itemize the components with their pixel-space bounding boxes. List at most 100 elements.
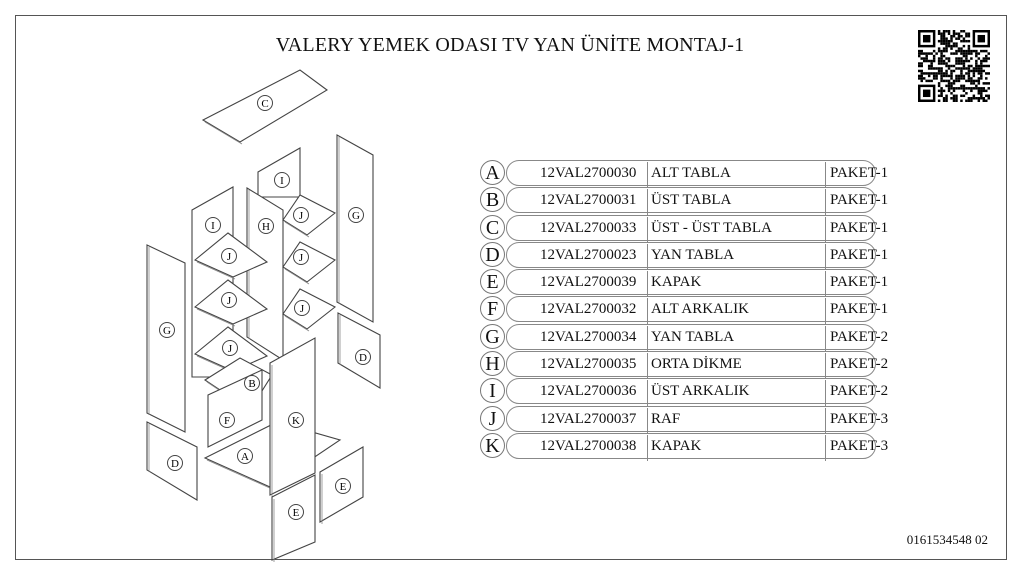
- part-pill: 12VAL2700034 YAN TABLA PAKET-2: [506, 323, 888, 352]
- part-code: 12VAL2700032: [540, 301, 637, 318]
- part-letter: F: [480, 296, 505, 322]
- part-letter: H: [480, 351, 505, 377]
- part-letter: E: [480, 269, 505, 295]
- part-callout-label: J: [299, 252, 304, 264]
- part-callout-label: A: [241, 451, 249, 463]
- part-callout-label: J: [299, 210, 304, 222]
- part-pill: 12VAL2700039 KAPAK PAKET-1: [506, 269, 888, 298]
- column-divider: [647, 271, 648, 298]
- part-callout-circle: [221, 248, 237, 264]
- part-package: PAKET-1: [830, 301, 889, 318]
- part-pill: 12VAL2700038 KAPAK PAKET-3: [506, 432, 888, 461]
- part-callout-label: J: [227, 251, 232, 263]
- part-code: 12VAL2700033: [540, 219, 637, 236]
- part-code: 12VAL2700038: [540, 437, 637, 454]
- column-divider: [647, 407, 648, 434]
- part-callout-circle: [258, 218, 274, 234]
- column-divider: [647, 189, 648, 216]
- part-letter: A: [480, 160, 505, 185]
- part-callout-circle: [244, 375, 260, 391]
- column-divider: [825, 325, 826, 352]
- part-name: ALT ARKALIK: [651, 301, 749, 318]
- part-row: J 12VAL2700037 RAF PAKET-3: [480, 405, 888, 434]
- panel-g-right: [336, 134, 374, 323]
- part-name: ORTA DİKME: [651, 356, 742, 373]
- part-pill: 12VAL2700030 ALT TABLA PAKET-1: [506, 160, 888, 188]
- panel-edge: [204, 121, 243, 145]
- part-package: PAKET-3: [830, 437, 889, 454]
- qr-code: [918, 30, 990, 102]
- part-callout-label: I: [211, 220, 215, 232]
- part-callout-circle: [159, 322, 175, 338]
- part-callout-circle: [294, 300, 310, 316]
- part-row: K 12VAL2700038 KAPAK PAKET-3: [480, 432, 888, 461]
- part-callout-label: B: [248, 378, 255, 390]
- panel-edge: [284, 315, 310, 332]
- part-callout-label: K: [292, 415, 300, 427]
- column-divider: [647, 162, 648, 188]
- part-callout-label: H: [262, 221, 270, 233]
- panel-i-right: [257, 147, 301, 198]
- column-divider: [825, 162, 826, 188]
- parts-table: A 12VAL2700030 ALT TABLA PAKET-1 B 12VAL…: [480, 159, 888, 461]
- part-callout-circle: [237, 448, 253, 464]
- part-name: ALT TABLA: [651, 165, 731, 181]
- part-pill: 12VAL2700036 ÜST ARKALIK PAKET-2: [506, 378, 888, 407]
- part-pill: 12VAL2700023 YAN TABLA PAKET-1: [506, 241, 888, 270]
- part-package: PAKET-1: [830, 192, 889, 209]
- column-divider: [647, 216, 648, 243]
- part-pill: 12VAL2700035 ORTA DİKME PAKET-2: [506, 351, 888, 380]
- column-divider: [647, 434, 648, 461]
- part-row: B 12VAL2700031 ÜST TABLA PAKET-1: [480, 186, 888, 216]
- part-callout-label: E: [293, 507, 300, 519]
- part-code: 12VAL2700035: [540, 356, 637, 373]
- part-callout-circle: [288, 412, 304, 428]
- part-callout-label: F: [224, 415, 230, 427]
- part-callout-circle: [205, 217, 221, 233]
- column-divider: [825, 216, 826, 243]
- panel-edge: [196, 261, 236, 280]
- part-callout-label: G: [352, 210, 360, 222]
- part-name: KAPAK: [651, 274, 702, 291]
- part-letter: K: [480, 432, 505, 458]
- part-name: RAF: [651, 410, 681, 427]
- part-letter: J: [480, 405, 505, 431]
- column-divider: [825, 380, 826, 407]
- part-callout-label: C: [261, 98, 268, 110]
- panel-g-left: [146, 244, 186, 433]
- part-pill: 12VAL2700033 ÜST - ÜST TABLA PAKET-1: [506, 214, 888, 243]
- part-callout-circle: [222, 340, 238, 356]
- column-divider: [647, 325, 648, 352]
- part-callout-circle: [335, 478, 351, 494]
- part-callout-circle: [274, 172, 290, 188]
- part-package: PAKET-2: [830, 356, 889, 373]
- part-row: A 12VAL2700030 ALT TABLA PAKET-1: [480, 159, 888, 188]
- part-pill: 12VAL2700037 RAF PAKET-3: [506, 405, 888, 434]
- part-package: PAKET-1: [830, 219, 889, 236]
- part-code: 12VAL2700037: [540, 410, 637, 427]
- part-package: PAKET-2: [830, 328, 889, 345]
- part-pill: 12VAL2700031 ÜST TABLA PAKET-1: [506, 187, 888, 216]
- part-callout-label: D: [171, 458, 179, 470]
- part-row: E 12VAL2700039 KAPAK PAKET-1: [480, 268, 888, 298]
- page-border: [15, 15, 1007, 560]
- column-divider: [647, 380, 648, 407]
- part-name: YAN TABLA: [651, 246, 735, 263]
- part-callout-circle: [293, 207, 309, 223]
- page-title: VALERY YEMEK ODASI TV YAN ÜNİTE MONTAJ-1: [275, 34, 745, 56]
- part-letter: I: [480, 378, 505, 404]
- part-package: PAKET-1: [830, 246, 889, 263]
- part-callout-circle: [219, 412, 235, 428]
- part-callout-label: I: [280, 175, 284, 187]
- part-letter: C: [480, 214, 505, 240]
- part-callout-circle: [348, 207, 364, 223]
- part-package: PAKET-2: [830, 383, 889, 400]
- part-name: ÜST TABLA: [651, 192, 732, 209]
- column-divider: [825, 189, 826, 216]
- part-row: I 12VAL2700036 ÜST ARKALIK PAKET-2: [480, 377, 888, 407]
- part-callout-label: G: [163, 325, 171, 337]
- part-callout-label: J: [300, 303, 305, 315]
- column-divider: [647, 298, 648, 325]
- part-code: 12VAL2700036: [540, 383, 637, 400]
- part-callout-circle: [221, 292, 237, 308]
